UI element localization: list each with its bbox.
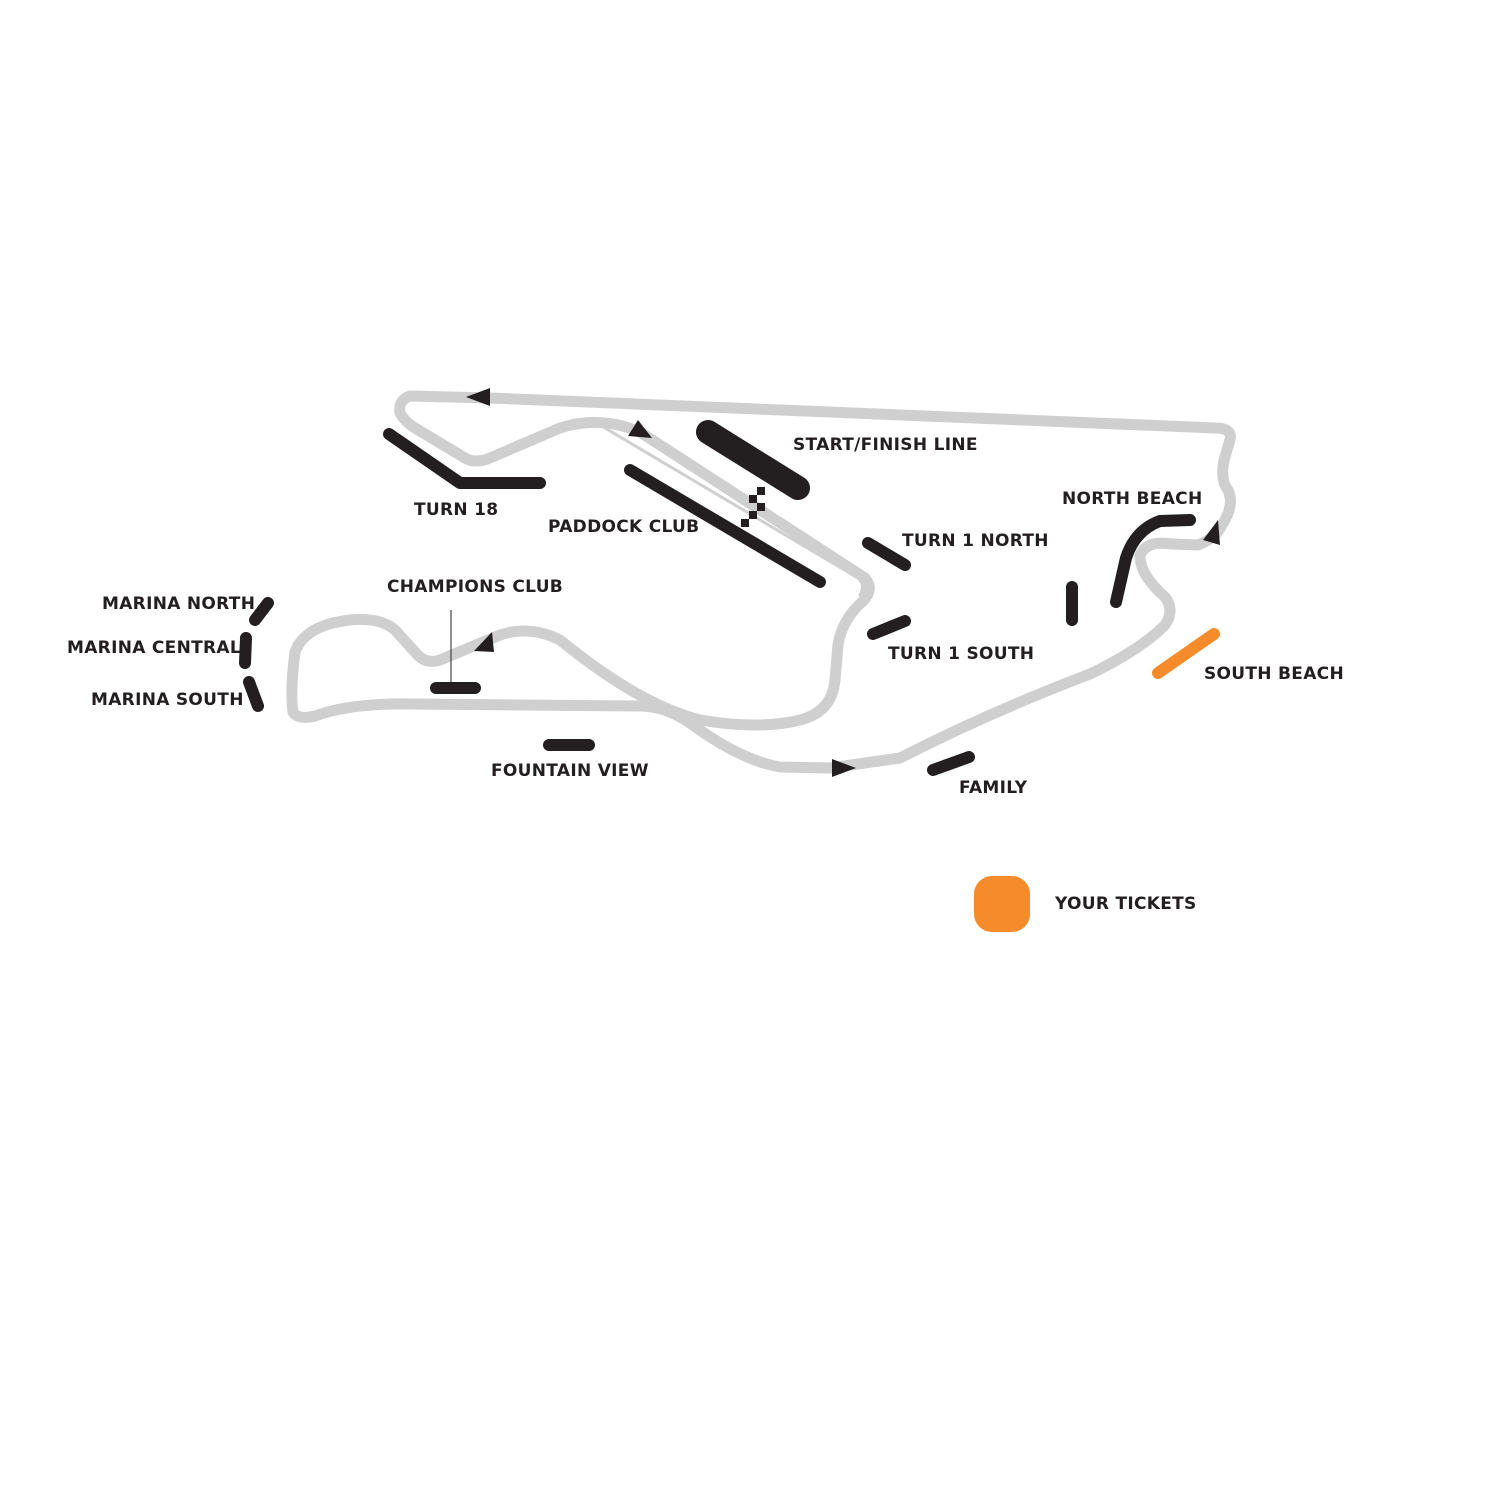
pit-lane xyxy=(598,423,865,597)
grandstand-marina-central[interactable] xyxy=(239,632,252,669)
label-south-beach: SOUTH BEACH xyxy=(1204,664,1344,684)
your-tickets-swatch-icon xyxy=(974,876,1030,932)
grandstand-marina-north[interactable] xyxy=(249,597,274,626)
label-marina-north: MARINA NORTH xyxy=(102,594,256,614)
label-marina-south: MARINA SOUTH xyxy=(91,690,244,710)
label-paddock-club: PADDOCK CLUB xyxy=(548,517,700,537)
label-family: FAMILY xyxy=(959,778,1028,798)
checkered-flag-icon xyxy=(741,487,765,527)
grandstand-marina-south[interactable] xyxy=(243,676,264,712)
grandstand-south-beach[interactable] xyxy=(1152,628,1220,679)
grandstand-north-beach-b[interactable] xyxy=(1110,514,1196,608)
label-fountain-view: FOUNTAIN VIEW xyxy=(491,761,649,781)
grandstand-turn-1-south[interactable] xyxy=(867,615,911,640)
direction-arrow-icon xyxy=(474,632,494,652)
legend-your-tickets: YOUR TICKETS xyxy=(1055,894,1197,914)
label-marina-central: MARINA CENTRAL xyxy=(67,638,241,658)
direction-arrow-icon xyxy=(832,759,856,777)
label-champions-club: CHAMPIONS CLUB xyxy=(387,577,564,597)
grandstand-paddock-club[interactable] xyxy=(624,464,826,588)
label-start-finish: START/FINISH LINE xyxy=(793,435,978,455)
direction-arrow-icon xyxy=(466,388,490,406)
grandstand-turn-1-north[interactable] xyxy=(862,537,911,571)
direction-arrow-icon xyxy=(1203,520,1220,545)
grandstand-family[interactable] xyxy=(927,751,975,776)
label-turn-1-north: TURN 1 NORTH xyxy=(902,531,1049,551)
grandstand-start-finish[interactable] xyxy=(696,420,810,500)
label-north-beach: NORTH BEACH xyxy=(1062,489,1203,509)
label-turn-1-south: TURN 1 SOUTH xyxy=(888,644,1035,664)
race-track xyxy=(286,390,1236,774)
grandstand-turn-18[interactable] xyxy=(383,428,546,489)
direction-arrow-icon xyxy=(628,420,652,438)
label-turn-18: TURN 18 xyxy=(414,500,499,520)
